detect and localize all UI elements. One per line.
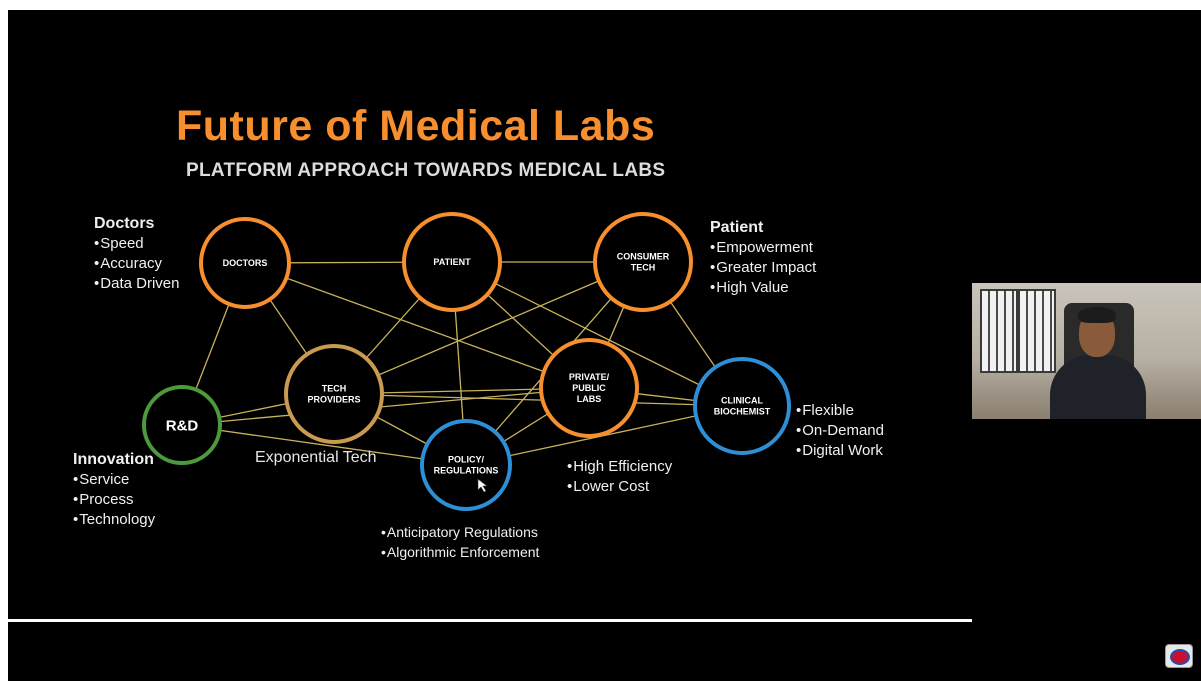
edge-rd-policy (181, 424, 467, 466)
patient-item: Empowerment (710, 238, 816, 258)
node-circle-consumer (593, 212, 693, 312)
clinical-panel: Flexible On-Demand Digital Work (796, 401, 884, 461)
clinical-item: Flexible (796, 401, 884, 421)
patient-panel: Patient Empowerment Greater Impact High … (710, 218, 816, 298)
patient-item: High Value (710, 278, 816, 298)
node-label-doctors: DOCTORS (223, 258, 268, 268)
window-pane (980, 289, 1018, 373)
policy-item: Anticipatory Regulations (381, 522, 539, 542)
clinical-item: Digital Work (796, 441, 884, 461)
policy-item: Algorithmic Enforcement (381, 542, 540, 562)
tech-caption: Exponential Tech (255, 449, 377, 466)
node-label-policy: POLICY/ (448, 455, 485, 465)
node-policy: POLICY/REGULATIONS (420, 419, 512, 511)
cursor-icon (477, 478, 488, 493)
innovation-panel: Innovation Service Process Technology (73, 450, 155, 530)
speaker-hair (1078, 307, 1116, 323)
node-circle-labs (539, 338, 639, 438)
speaker-body (1050, 355, 1146, 419)
labs-panel: High Efficiency Lower Cost (567, 457, 672, 497)
node-label-clinical: BIOCHEMIST (714, 407, 771, 417)
innovation-item: Process (73, 490, 155, 510)
node-circle-rd (142, 385, 222, 465)
slide-divider (8, 619, 972, 622)
logo-mark (1170, 649, 1190, 665)
doctors-panel: Doctors Speed Accuracy Data Driven (94, 214, 179, 294)
doctors-item: Accuracy (94, 254, 179, 274)
node-label-policy: REGULATIONS (434, 466, 499, 476)
policy-panel: Anticipatory Regulations Algorithmic Enf… (381, 522, 540, 562)
innovation-heading: Innovation (73, 451, 154, 468)
edge-consumer-tech (333, 261, 644, 395)
patient-heading: Patient (710, 219, 764, 236)
node-label-patient: PATIENT (433, 257, 471, 267)
doctors-item: Data Driven (94, 274, 179, 294)
node-label-labs: LABS (577, 394, 602, 404)
node-label-tech: TECH (322, 384, 347, 394)
node-circle-doctors (199, 217, 291, 309)
doctors-item: Speed (94, 234, 179, 254)
node-label-rd: R&D (166, 417, 199, 434)
node-circle-patient (402, 212, 502, 312)
edge-rd-labs (181, 387, 590, 426)
clinical-item: On-Demand (796, 421, 884, 441)
patient-item: Greater Impact (710, 258, 816, 278)
node-patient: PATIENT (402, 212, 502, 312)
channel-logo-icon (1165, 644, 1193, 668)
window-pane (1018, 289, 1056, 373)
labs-item: Lower Cost (567, 477, 672, 497)
node-label-labs: PRIVATE/ (569, 372, 610, 382)
slide-subtitle: PLATFORM APPROACH TOWARDS MEDICAL LABS (186, 160, 666, 181)
node-label-tech: PROVIDERS (307, 395, 360, 405)
slide-title: Future of Medical Labs (176, 102, 656, 150)
node-label-consumer: TECH (631, 263, 656, 273)
node-circle-clinical (693, 357, 791, 455)
node-circle-policy (420, 419, 512, 511)
node-label-labs: PUBLIC (572, 383, 606, 393)
node-doctors: DOCTORS (199, 217, 291, 309)
node-rd: R&D (142, 385, 222, 465)
edge-tech-clinical (333, 393, 743, 407)
node-label-consumer: CONSUMER (617, 252, 670, 262)
edge-patient-clinical (451, 261, 743, 407)
webcam-video (972, 283, 1201, 419)
innovation-item: Service (73, 470, 155, 490)
innovation-item: Technology (73, 510, 155, 530)
node-label-clinical: CLINICAL (721, 396, 763, 406)
labs-item: High Efficiency (567, 457, 672, 477)
edge-doctors-labs (244, 262, 590, 389)
node-circle-tech (284, 344, 384, 444)
doctors-heading: Doctors (94, 215, 155, 232)
